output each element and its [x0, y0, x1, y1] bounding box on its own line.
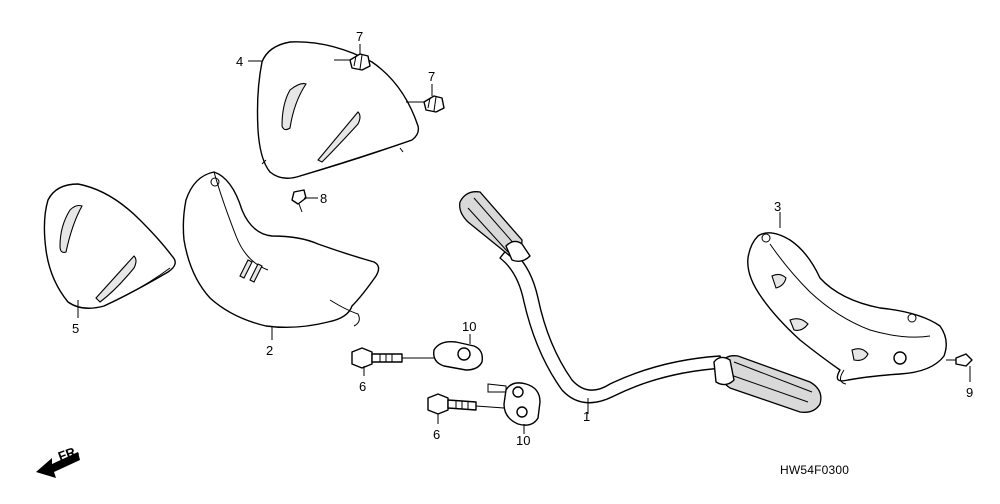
label-7b: 7: [428, 69, 436, 84]
label-2: 2: [266, 343, 274, 358]
label-6b: 6: [433, 427, 441, 442]
label-1: 1: [583, 409, 591, 424]
drawing-code: HW54F0300: [780, 463, 850, 477]
front-direction-arrow-icon: [36, 452, 80, 478]
label-9: 9: [966, 385, 974, 400]
label-6a: 6: [359, 379, 367, 394]
handlebar: [459, 191, 822, 413]
label-10b: 10: [516, 433, 531, 448]
label-3: 3: [774, 199, 782, 214]
bolt-lower: [427, 393, 477, 415]
screw-8: [291, 189, 307, 213]
holder-upper: [402, 340, 484, 371]
label-7a: 7: [356, 29, 364, 44]
lower-handlebar-cover: [182, 171, 380, 329]
clip-lower: [423, 95, 445, 113]
upper-front-cover: [256, 41, 420, 179]
label-8: 8: [320, 191, 328, 206]
label-5: 5: [72, 321, 80, 336]
screw-9: [946, 353, 973, 367]
label-10a: 10: [462, 319, 477, 334]
holder-lower: [475, 382, 541, 426]
side-cover-left: [43, 183, 176, 309]
label-4: 4: [236, 54, 244, 69]
leader-lines: [77, 44, 971, 434]
bolt-upper: [351, 347, 403, 369]
handlebar-bracket-cover: [747, 232, 947, 385]
